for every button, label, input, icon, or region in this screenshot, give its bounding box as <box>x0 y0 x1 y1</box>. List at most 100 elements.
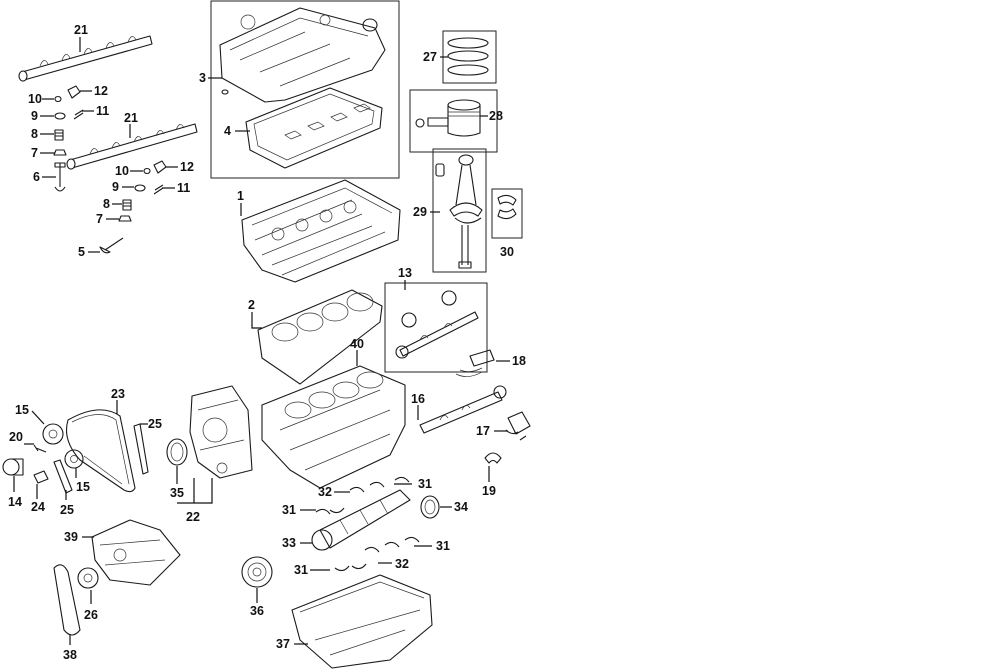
callout-labels: 21 21 3 4 27 28 29 30 10 12 9 11 8 7 6 1… <box>8 23 526 662</box>
tensioner-14 <box>2 458 24 476</box>
engine-block <box>261 365 406 489</box>
callout-36: 36 <box>250 604 264 618</box>
callout-11: 11 <box>96 104 109 118</box>
oil-pump-chain <box>53 564 81 636</box>
piston <box>415 99 481 137</box>
callout-39: 39 <box>64 530 78 544</box>
callout-14: 14 <box>8 495 22 509</box>
callout-25: 25 <box>148 417 162 431</box>
callout-9: 9 <box>31 109 38 123</box>
oil-pump-sprocket <box>77 567 99 589</box>
intake-camshaft <box>18 35 153 82</box>
leader-15a <box>31 410 45 425</box>
head-gasket <box>257 289 383 385</box>
callout-20: 20 <box>9 430 23 444</box>
callout-11-lower: 11 <box>177 181 190 195</box>
crank-pulley <box>241 556 273 588</box>
callout-23: 23 <box>111 387 125 401</box>
chain-guide-25b <box>53 459 73 494</box>
bolt-20 <box>33 444 47 453</box>
callout-6: 6 <box>33 170 40 184</box>
vacuum-pump <box>505 411 531 441</box>
piston-rings <box>447 37 489 76</box>
callout-2: 2 <box>248 298 255 312</box>
callout-16: 16 <box>411 392 425 406</box>
piston-box <box>409 89 498 153</box>
callout-37: 37 <box>276 637 290 651</box>
leader-lines <box>13 37 510 645</box>
callout-13: 13 <box>398 266 412 280</box>
rod-bearings <box>497 194 517 220</box>
callout-15-lower: 15 <box>76 480 90 494</box>
callout-15: 15 <box>15 403 29 417</box>
timing-cover <box>189 385 253 479</box>
callout-29: 29 <box>413 205 427 219</box>
callout-21-intake-camshaft: 21 <box>74 23 88 37</box>
callout-32-lower: 32 <box>395 557 409 571</box>
solenoid <box>455 349 495 377</box>
callout-24: 24 <box>31 500 45 514</box>
timing-chain <box>65 409 136 493</box>
callout-38: 38 <box>63 648 77 662</box>
callout-19: 19 <box>482 484 496 498</box>
callout-28: 28 <box>489 109 503 123</box>
callout-3: 3 <box>199 71 206 85</box>
callout-35: 35 <box>170 486 184 500</box>
callout-32: 32 <box>318 485 332 499</box>
callout-7: 7 <box>31 146 38 160</box>
oil-pan <box>291 574 433 669</box>
balance-shaft-box <box>384 282 488 373</box>
callout-30: 30 <box>500 245 514 259</box>
callout-31-upper-right: 31 <box>418 477 432 491</box>
crank-seal-35 <box>166 438 188 466</box>
valve-train-upper <box>53 85 84 192</box>
callout-31: 31 <box>282 503 296 517</box>
connecting-rod <box>435 154 483 269</box>
callout-25-lower: 25 <box>60 503 74 517</box>
callout-1: 1 <box>237 189 244 203</box>
callout-9-lower: 9 <box>112 180 119 194</box>
rod-bearing-box <box>491 188 523 239</box>
callout-5: 5 <box>78 245 85 259</box>
leader-22 <box>177 478 213 504</box>
intermediate-shaft <box>419 385 507 434</box>
group-boxes <box>210 0 523 373</box>
callout-31-lower-right: 31 <box>436 539 450 553</box>
callout-31-lower-left: 31 <box>294 563 308 577</box>
exhaust-camshaft <box>66 123 198 170</box>
main-bearings <box>315 476 420 572</box>
crankshaft <box>311 489 411 551</box>
callout-21-exhaust-camshaft: 21 <box>124 111 138 125</box>
valve-cover-box <box>210 0 400 179</box>
callout-7-lower: 7 <box>96 212 103 226</box>
oil-pump <box>91 519 181 586</box>
callout-26: 26 <box>84 608 98 622</box>
guide-24 <box>33 470 49 484</box>
callout-40: 40 <box>350 337 364 351</box>
callout-8: 8 <box>31 127 38 141</box>
sprocket-15b <box>64 449 84 469</box>
callout-10: 10 <box>28 92 42 106</box>
seal-19 <box>484 452 502 464</box>
parts <box>2 7 531 669</box>
valve-cover-gasket <box>245 87 383 169</box>
callout-4: 4 <box>224 124 231 138</box>
callout-18: 18 <box>512 354 526 368</box>
cylinder-head <box>241 179 401 283</box>
rear-main-seal-34 <box>420 495 440 519</box>
sprocket-15a <box>42 423 64 445</box>
callout-34: 34 <box>454 500 468 514</box>
callout-12-lower: 12 <box>180 160 194 174</box>
callout-12: 12 <box>94 84 108 98</box>
valve-cover <box>219 7 386 103</box>
chain-guide-25a <box>133 423 149 475</box>
callout-27: 27 <box>423 50 437 64</box>
callout-17: 17 <box>476 424 490 438</box>
balance-shaft <box>395 290 479 359</box>
connecting-rod-box <box>432 148 487 273</box>
callout-22: 22 <box>186 510 200 524</box>
callout-10-lower: 10 <box>115 164 129 178</box>
callout-8-lower: 8 <box>103 197 110 211</box>
leader-2 <box>251 312 262 329</box>
